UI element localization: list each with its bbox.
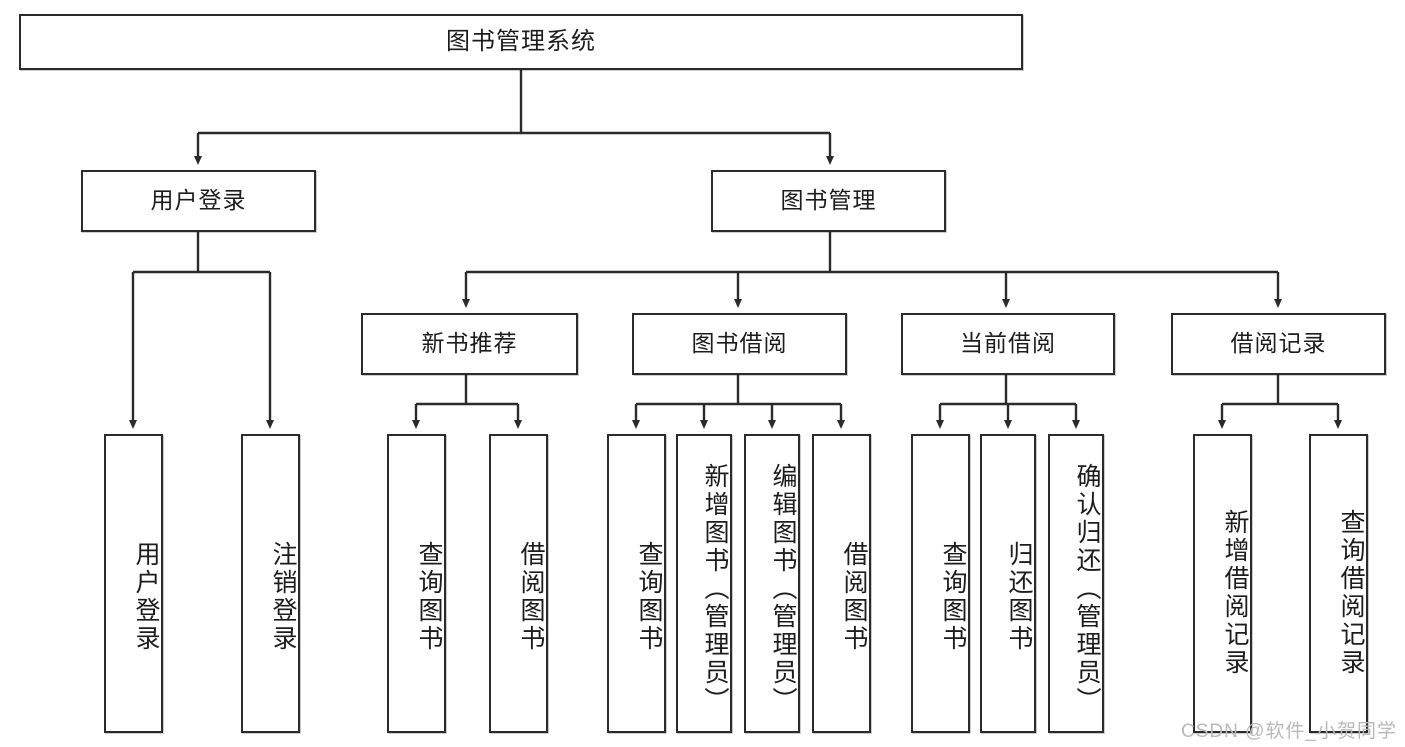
- leaf-confirm-return[interactable]: 确认归还（管理员）: [1048, 434, 1104, 733]
- node-borrow-record[interactable]: 借阅记录: [1171, 313, 1386, 375]
- node-user-login-label: 用户登录: [150, 187, 247, 214]
- leaf-add-book[interactable]: 新增图书（管理员）: [676, 434, 732, 733]
- leaf-query-book-1-label: 查询图书: [415, 540, 443, 653]
- leaf-edit-book[interactable]: 编辑图书（管理员）: [744, 434, 800, 733]
- node-book-borrow-label: 图书借阅: [691, 330, 788, 357]
- leaf-borrow-book-1[interactable]: 借阅图书: [489, 434, 548, 733]
- leaf-borrow-book-2[interactable]: 借阅图书: [812, 434, 871, 733]
- leaf-query-book-3[interactable]: 查询图书: [911, 434, 970, 733]
- node-new-book-recommend[interactable]: 新书推荐: [361, 313, 578, 375]
- node-borrow-record-label: 借阅记录: [1230, 330, 1327, 357]
- leaf-query-book-2-label: 查询图书: [635, 540, 663, 653]
- leaf-query-book-3-label: 查询图书: [939, 540, 967, 653]
- leaf-query-record[interactable]: 查询借阅记录: [1309, 434, 1368, 733]
- node-current-borrow-label: 当前借阅: [960, 330, 1056, 357]
- leaf-edit-book-label: 编辑图书（管理员）: [769, 462, 797, 715]
- node-root[interactable]: 图书管理系统: [19, 14, 1023, 70]
- leaf-logout-label: 注销登录: [269, 540, 297, 653]
- leaf-user-login-label: 用户登录: [132, 540, 160, 653]
- node-current-borrow[interactable]: 当前借阅: [901, 313, 1115, 375]
- node-root-label: 图书管理系统: [446, 27, 596, 55]
- leaf-add-book-label: 新增图书（管理员）: [701, 462, 729, 715]
- leaf-user-login[interactable]: 用户登录: [104, 434, 163, 733]
- node-book-manage-label: 图书管理: [780, 187, 877, 214]
- node-book-manage[interactable]: 图书管理: [711, 170, 946, 232]
- leaf-borrow-book-2-label: 借阅图书: [840, 540, 868, 653]
- leaf-confirm-return-label: 确认归还（管理员）: [1073, 462, 1101, 715]
- node-user-login[interactable]: 用户登录: [81, 170, 316, 232]
- leaf-borrow-book-1-label: 借阅图书: [517, 540, 545, 653]
- leaf-return-book-label: 归还图书: [1005, 540, 1033, 653]
- leaf-add-record[interactable]: 新增借阅记录: [1193, 434, 1252, 733]
- csdn-watermark: CSDN @软件_小贺同学: [1181, 721, 1397, 742]
- node-new-book-recommend-label: 新书推荐: [421, 330, 518, 357]
- node-book-borrow[interactable]: 图书借阅: [632, 313, 847, 375]
- leaf-logout[interactable]: 注销登录: [241, 434, 300, 733]
- leaf-return-book[interactable]: 归还图书: [980, 434, 1036, 733]
- leaf-query-book-2[interactable]: 查询图书: [607, 434, 666, 733]
- leaf-query-book-1[interactable]: 查询图书: [387, 434, 446, 733]
- leaf-query-record-label: 查询借阅记录: [1337, 508, 1365, 677]
- leaf-add-record-label: 新增借阅记录: [1221, 508, 1249, 677]
